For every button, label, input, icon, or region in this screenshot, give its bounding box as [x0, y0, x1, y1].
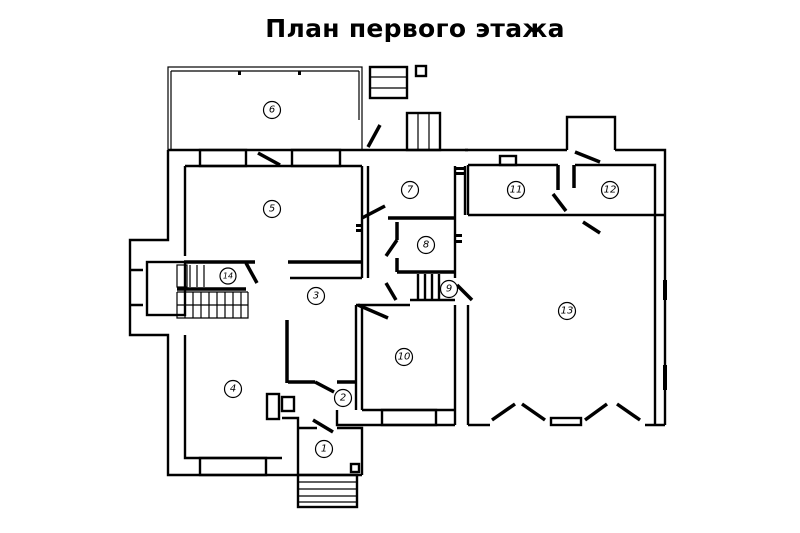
svg-text:6: 6 [269, 105, 275, 116]
room-label-2: 2 [333, 388, 353, 408]
room-label-6: 6 [262, 100, 282, 120]
room-label-7: 7 [400, 180, 420, 200]
staircase [176, 264, 249, 319]
svg-text:3: 3 [313, 291, 319, 302]
svg-text:4: 4 [230, 384, 236, 395]
svg-text:1: 1 [321, 444, 327, 455]
svg-text:7: 7 [407, 185, 414, 196]
rooms-7-8-9 [356, 167, 474, 302]
svg-text:5: 5 [269, 204, 275, 215]
room-label-4: 4 [223, 379, 243, 399]
svg-text:14: 14 [223, 272, 233, 281]
svg-text:9: 9 [446, 284, 452, 295]
room-label-14: 14 [219, 267, 237, 285]
svg-text:8: 8 [423, 240, 429, 251]
room-label-3: 3 [306, 286, 326, 306]
plan-title: План первого этажа [265, 14, 565, 43]
rooms-1-2-10 [265, 303, 470, 509]
right-wing [465, 115, 667, 427]
room-label-9: 9 [439, 279, 459, 299]
main-walls [128, 148, 468, 477]
room-label-13: 13 [557, 301, 577, 321]
room-label-11: 11 [506, 180, 526, 200]
room-label-1: 1 [314, 439, 334, 459]
room-label-10: 10 [394, 347, 414, 367]
svg-text:10: 10 [398, 352, 411, 363]
room-label-12: 12 [600, 180, 620, 200]
stairs-terrace [368, 64, 442, 152]
svg-text:12: 12 [604, 185, 617, 196]
room-label-8: 8 [416, 235, 436, 255]
room-label-5: 5 [262, 199, 282, 219]
svg-text:11: 11 [510, 185, 523, 196]
svg-text:13: 13 [561, 306, 574, 317]
svg-text:2: 2 [340, 393, 346, 404]
